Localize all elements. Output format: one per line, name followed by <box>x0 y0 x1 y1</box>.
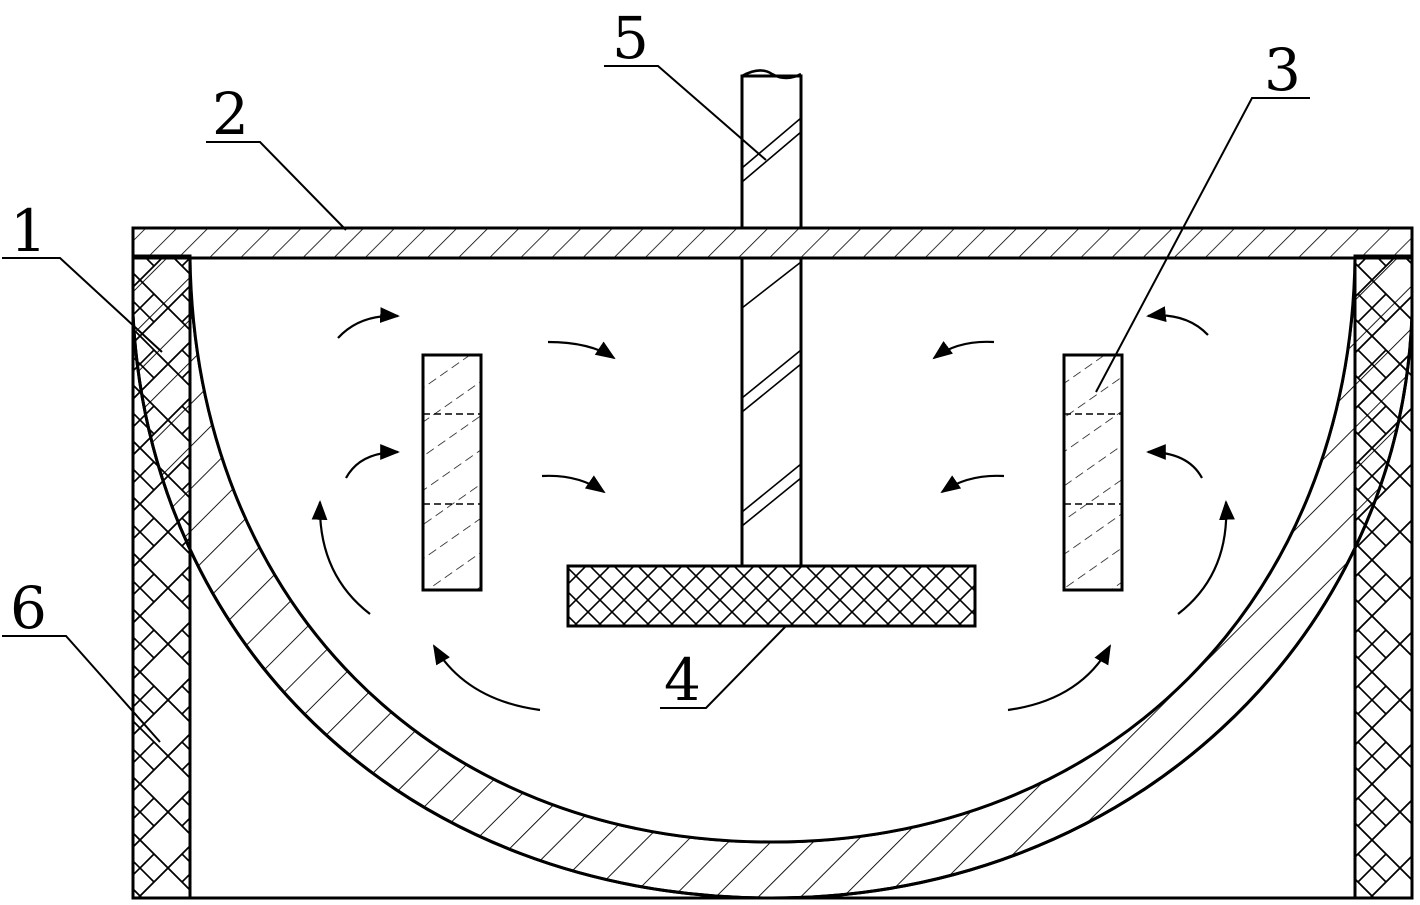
flow-arrow <box>547 340 616 360</box>
vessel-outer-surface <box>131 314 1414 900</box>
flow-arrow <box>432 644 541 712</box>
flow-arrow <box>541 474 606 494</box>
leader-line-5 <box>604 65 767 161</box>
flow-arrow <box>1146 306 1209 336</box>
flow-arrow <box>1146 444 1203 479</box>
label-part-3: 3 <box>1264 36 1301 104</box>
baffle-left <box>421 353 483 592</box>
leader-line-4 <box>660 625 787 709</box>
shaft-break-line <box>741 69 802 80</box>
leader-line-3 <box>1095 97 1310 393</box>
flow-arrows <box>311 306 1235 712</box>
leader-line-6 <box>2 635 161 743</box>
baffles <box>421 353 1124 592</box>
vessel-lid <box>131 226 1414 260</box>
impeller-blade <box>566 564 977 628</box>
flow-arrow <box>345 444 400 479</box>
baffle-right <box>1062 353 1124 592</box>
flow-arrow <box>1007 644 1111 712</box>
leader-line-1 <box>2 257 163 353</box>
flow-arrow <box>940 474 1005 494</box>
label-part-6: 6 <box>10 574 47 642</box>
part-labels: 1 2 3 4 5 6 <box>10 4 1301 714</box>
label-part-5: 5 <box>612 4 649 72</box>
label-part-4: 4 <box>664 646 701 714</box>
shaft-upper <box>740 74 803 230</box>
leader-line-2 <box>206 141 347 231</box>
label-part-1: 1 <box>10 197 47 265</box>
leader-lines <box>2 65 1310 743</box>
flow-arrow <box>1177 500 1235 615</box>
flow-arrow <box>932 340 995 360</box>
flow-arrow <box>337 307 400 339</box>
label-part-2: 2 <box>212 80 249 148</box>
stirring-shaft <box>740 69 803 568</box>
flow-arrow <box>311 500 371 615</box>
